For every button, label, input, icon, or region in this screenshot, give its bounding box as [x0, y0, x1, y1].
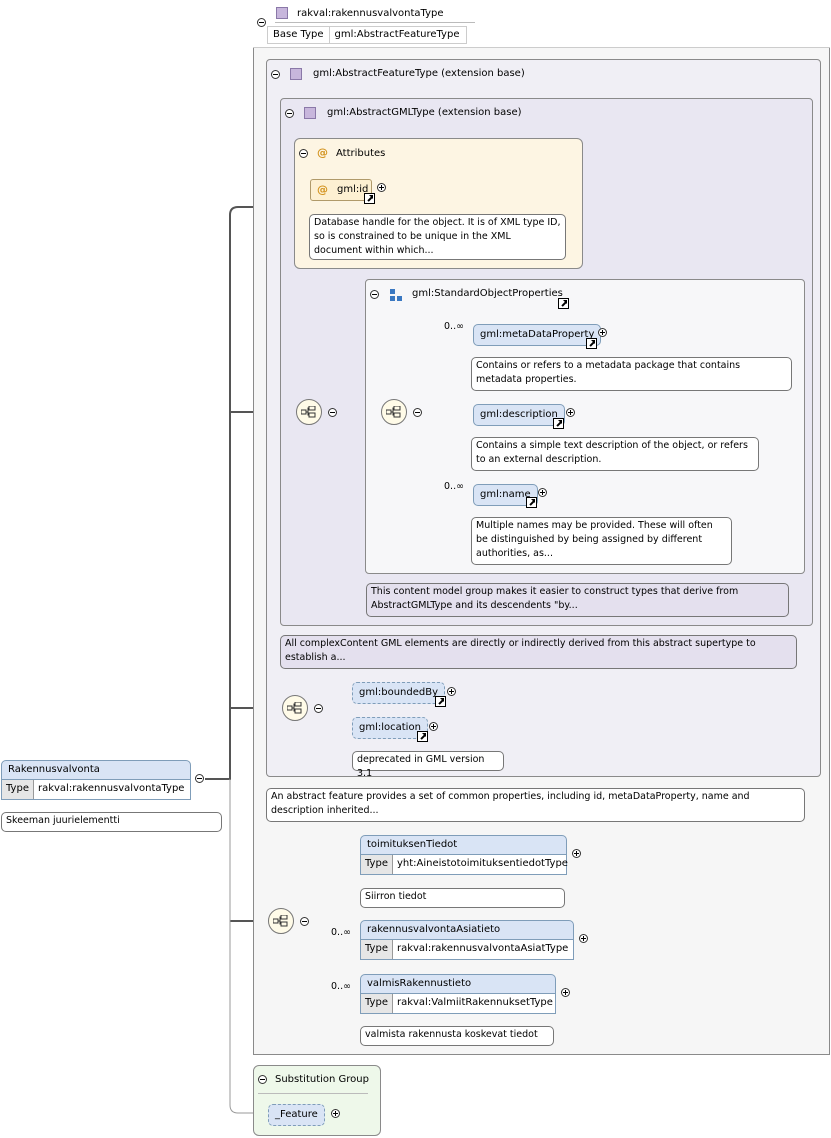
- occurrence-label: 0..∞: [444, 321, 464, 332]
- abstract-gml-doc: All complexContent GML elements are dire…: [280, 635, 797, 669]
- expand-icon[interactable]: [561, 988, 570, 997]
- root-element[interactable]: Rakennusvalvonta: [1, 760, 191, 780]
- valmisrakennustieto-doc: valmista rakennusta koskevat tiedot: [360, 1026, 554, 1046]
- expand-icon[interactable]: [429, 722, 438, 731]
- standard-props-title: gml:StandardObjectProperties: [412, 288, 563, 299]
- complex-type-icon: [276, 7, 288, 19]
- type-value: rakval:ValmiitRakennuksetType: [396, 997, 553, 1008]
- abstract-feature-doc: An abstract feature provides a set of co…: [266, 788, 805, 822]
- collapse-icon[interactable]: [285, 109, 294, 118]
- expand-icon[interactable]: [331, 1109, 340, 1118]
- expand-icon[interactable]: [598, 328, 607, 337]
- element-toimituksentiedot[interactable]: toimituksenTiedot: [360, 835, 567, 855]
- type-label: Type: [361, 994, 393, 1013]
- collapse-icon[interactable]: [413, 408, 422, 417]
- toimituksentiedot-doc: Siirron tiedot: [360, 888, 565, 908]
- collapse-icon[interactable]: [299, 149, 308, 158]
- type-label: Type: [361, 855, 393, 874]
- complex-type-icon: [290, 68, 302, 80]
- link-icon[interactable]: [558, 298, 569, 309]
- collapse-icon[interactable]: [314, 704, 323, 713]
- occurrence-label: 0..∞: [444, 481, 464, 492]
- collapse-icon[interactable]: [257, 18, 266, 27]
- complex-type-name: rakval:rakennusvalvontaType: [297, 8, 444, 19]
- link-icon[interactable]: [364, 193, 375, 204]
- base-type-label: Base Type: [268, 27, 330, 43]
- group-icon: [390, 289, 402, 301]
- element-feature[interactable]: _Feature: [268, 1104, 325, 1126]
- element-name[interactable]: gml:name: [473, 484, 538, 506]
- type-label: Type: [361, 940, 393, 959]
- element-type-row: Type rakval:ValmiitRakennuksetType: [360, 994, 556, 1014]
- sequence-node[interactable]: [268, 908, 294, 934]
- element-location[interactable]: gml:location: [352, 717, 428, 739]
- sequence-icon: [287, 702, 302, 714]
- sequence-node[interactable]: [296, 399, 322, 425]
- abstract-gml-title: gml:AbstractGMLType (extension base): [327, 107, 522, 118]
- expand-icon[interactable]: [566, 408, 575, 417]
- location-doc: deprecated in GML version 3.1: [352, 751, 504, 779]
- substitution-group-title: Substitution Group: [275, 1074, 369, 1085]
- expand-icon[interactable]: [538, 488, 547, 497]
- base-type-value: gml:AbstractFeatureType: [334, 29, 460, 40]
- sequence-icon: [273, 915, 288, 927]
- sequence-icon: [301, 406, 316, 418]
- collapse-icon[interactable]: [195, 774, 204, 783]
- element-description[interactable]: gml:description: [473, 404, 565, 426]
- collapse-icon[interactable]: [258, 1075, 267, 1084]
- name-doc: Multiple names may be provided. These wi…: [471, 517, 732, 565]
- expand-icon[interactable]: [447, 687, 456, 696]
- complex-type-icon: [304, 107, 316, 119]
- root-doc: Skeeman juurielementti: [1, 812, 222, 832]
- sequence-icon: [386, 406, 401, 418]
- link-icon[interactable]: [586, 338, 597, 349]
- element-valmisrakennustieto[interactable]: valmisRakennustieto: [360, 974, 556, 994]
- expand-icon[interactable]: [572, 849, 581, 858]
- sequence-node[interactable]: [282, 695, 308, 721]
- type-value: rakval:rakennusvalvontaAsiatType: [396, 943, 569, 954]
- header-underline: [275, 22, 475, 23]
- standard-props-doc: This content model group makes it easier…: [366, 583, 789, 617]
- attribute-icon: @: [317, 146, 328, 159]
- attributes-title: Attributes: [336, 148, 386, 159]
- expand-icon[interactable]: [579, 934, 588, 943]
- attribute-gml-id[interactable]: @ gml:id: [310, 179, 372, 201]
- header-underline: [258, 1093, 368, 1094]
- attributes-box: @ Attributes @ gml:id Database handle fo…: [294, 138, 583, 269]
- type-label: Type: [2, 780, 34, 799]
- element-metadataproperty[interactable]: gml:metaDataProperty: [473, 324, 602, 346]
- element-type-row: Type rakval:rakennusvalvontaAsiatType: [360, 940, 574, 960]
- complex-type-header: rakval:rakennusvalvontaType Base Type gm…: [253, 0, 830, 48]
- attribute-icon: @: [317, 183, 328, 196]
- metadataproperty-doc: Contains or refers to a metadata package…: [471, 357, 792, 391]
- base-type-row: Base Type gml:AbstractFeatureType: [267, 26, 467, 44]
- collapse-icon[interactable]: [370, 290, 379, 299]
- link-icon[interactable]: [417, 731, 428, 742]
- abstract-feature-title: gml:AbstractFeatureType (extension base): [313, 68, 525, 79]
- collapse-icon[interactable]: [271, 70, 280, 79]
- link-icon[interactable]: [435, 696, 446, 707]
- collapse-icon[interactable]: [328, 408, 337, 417]
- collapse-icon[interactable]: [300, 917, 309, 926]
- attribute-id-doc: Database handle for the object. It is of…: [309, 214, 566, 260]
- link-icon[interactable]: [553, 418, 564, 429]
- occurrence-label: 0..∞: [331, 927, 351, 938]
- element-type-row: Type yht:AineistotoimituksentiedotType: [360, 855, 568, 875]
- root-type-row: Type rakval:rakennusvalvontaType: [1, 780, 191, 800]
- link-icon[interactable]: [526, 497, 537, 508]
- description-doc: Contains a simple text description of th…: [471, 437, 759, 471]
- type-value: rakval:rakennusvalvontaType: [37, 783, 185, 794]
- occurrence-label: 0..∞: [331, 981, 351, 992]
- type-value: yht:AineistotoimituksentiedotType: [396, 858, 568, 869]
- sequence-node[interactable]: [381, 399, 407, 425]
- attribute-name: gml:id: [337, 184, 369, 195]
- element-rakennusvalvontaasiatieto[interactable]: rakennusvalvontaAsiatieto: [360, 920, 574, 940]
- element-boundedby[interactable]: gml:boundedBy: [352, 682, 446, 704]
- expand-icon[interactable]: [377, 183, 386, 192]
